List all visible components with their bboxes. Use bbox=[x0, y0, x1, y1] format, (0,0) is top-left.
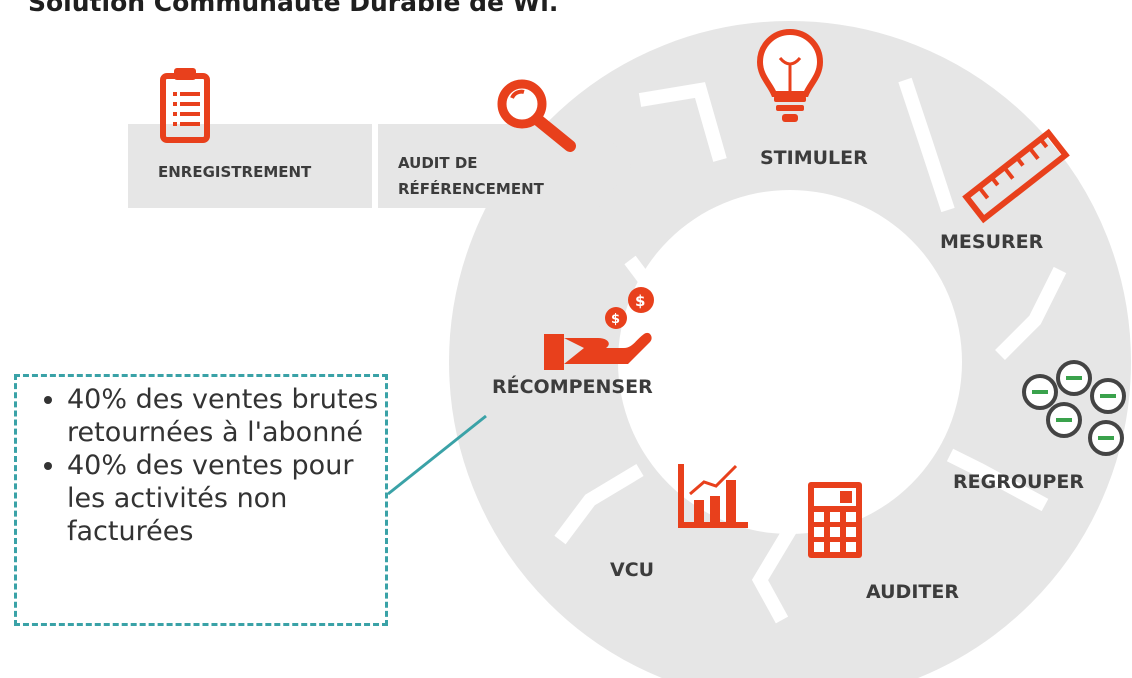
step-vcu-label: VCU bbox=[610, 559, 654, 581]
svg-text:$: $ bbox=[635, 292, 645, 310]
cycle-separators bbox=[554, 77, 1067, 624]
step-recompenser-label: RÉCOMPENSER bbox=[492, 375, 653, 398]
callout-connector bbox=[387, 414, 487, 496]
callout-item: 40% des ventes brutes retournées à l'abo… bbox=[67, 383, 385, 449]
svg-text:$: $ bbox=[611, 312, 620, 327]
step-audit-label-line2: RÉFÉRENCEMENT bbox=[398, 179, 545, 198]
step-mesurer-label: MESURER bbox=[940, 231, 1044, 253]
step-auditer-label: AUDITER bbox=[866, 581, 959, 603]
callout-item: 40% des ventes pour les activités non fa… bbox=[67, 449, 385, 548]
page-title: Solution Communauté Durable de Wi. bbox=[28, 0, 559, 17]
calculator-icon bbox=[808, 482, 862, 558]
clipboard-icon bbox=[160, 68, 210, 143]
ruler-icon bbox=[962, 128, 1070, 224]
lightbulb-icon bbox=[756, 28, 824, 122]
groups-icon bbox=[1022, 360, 1126, 456]
step-enregistrement-label: ENREGISTREMENT bbox=[158, 163, 312, 181]
rewards-callout: 40% des ventes brutes retournées à l'abo… bbox=[14, 374, 388, 626]
hand-coins-icon: $ $ bbox=[544, 287, 654, 370]
magnifier-icon bbox=[497, 79, 576, 152]
entry-banner bbox=[128, 124, 632, 208]
step-regrouper-label: REGROUPER bbox=[953, 471, 1084, 493]
callout-list: 40% des ventes brutes retournées à l'abo… bbox=[17, 377, 385, 548]
bar-chart-icon bbox=[678, 464, 748, 528]
step-stimuler-label: STIMULER bbox=[760, 147, 868, 169]
step-audit-label-line1: AUDIT DE bbox=[398, 154, 478, 172]
